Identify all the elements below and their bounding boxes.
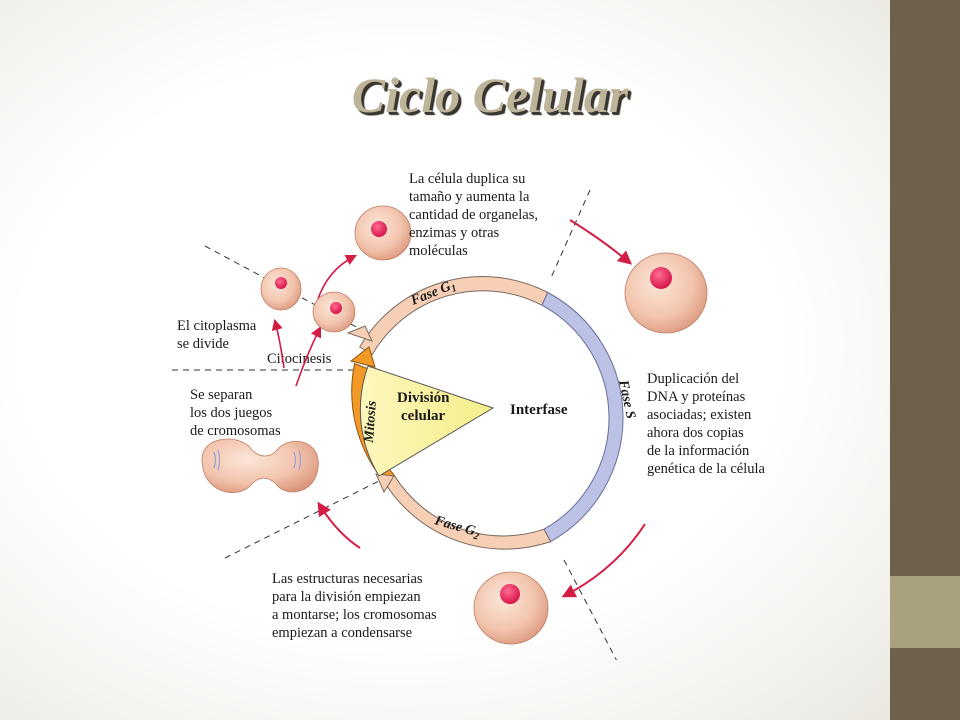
slide-background [0,0,890,720]
arrow-cytokinesis-left [271,318,285,369]
division-label-line2: celular [401,408,445,424]
label-s-description: Duplicación del DNA y proteínas asociada… [647,371,766,477]
cell-g1 [354,205,412,261]
cell-dividing [201,438,319,494]
boundary-line-mitosis [224,476,388,559]
svg-text:enzimas y otras: enzimas y otras [409,225,500,241]
svg-text:empiezan a condensarse: empiezan a condensarse [272,625,412,641]
svg-text:de cromosomas: de cromosomas [190,423,281,439]
svg-text:DNA y proteínas: DNA y proteínas [647,389,746,405]
arrow-g2-to-mitosis [317,501,361,549]
cell-s [624,252,708,334]
accent-bar-highlight [890,576,960,648]
svg-text:cantidad de organelas,: cantidad de organelas, [409,207,538,223]
cell-g2 [473,571,549,645]
svg-text:para la división empiezan: para la división empiezan [272,589,421,605]
phase-mitosis-label: Mitosis [362,400,380,445]
svg-text:de la información: de la información [647,443,750,459]
svg-text:Se separan: Se separan [190,387,253,403]
svg-text:los dos juegos: los dos juegos [190,405,273,421]
interfase-label: Interfase [510,402,568,418]
arrow-daughter-up [316,254,358,303]
cell-cycle-diagram: División celular Interfase Fase G1 Fase … [172,158,812,660]
daughter-cell-right [312,291,356,333]
svg-text:moléculas: moléculas [409,243,468,259]
svg-text:tamaño y aumenta la: tamaño y aumenta la [409,189,530,205]
label-mitosis-description: Se separan los dos juegos de cromosomas [190,387,281,439]
arrow-s-to-g2 [561,523,646,598]
label-g2-description: Las estructuras necesarias para la divis… [272,571,437,641]
slide-title: Ciclo Celular [351,67,629,123]
ring-g2 [383,474,552,550]
svg-text:La célula duplica su: La célula duplica su [409,171,525,187]
svg-text:se divide: se divide [177,336,229,352]
boundary-line-s [549,189,591,281]
g1-arrowhead [346,325,373,342]
arrow-g1-to-s [569,219,633,265]
arrow-cytokinesis-right [295,325,322,387]
svg-text:genética de la célula: genética de la célula [647,461,766,477]
division-label-line1: División [397,390,450,406]
boundary-line-g2 [563,559,617,660]
svg-text:El citoplasma: El citoplasma [177,318,257,334]
label-g1-description: La célula duplica su tamaño y aumenta la… [409,171,538,259]
svg-text:Duplicación del: Duplicación del [647,371,739,387]
svg-text:Las estructuras necesarias: Las estructuras necesarias [272,571,423,587]
citocinesis-label: Citocinesis [267,351,332,367]
svg-text:ahora dos copias: ahora dos copias [647,425,744,441]
g2-arrowhead [375,473,395,494]
daughter-cell-left [260,267,302,311]
mitosis-arrowhead [349,346,376,368]
svg-text:asociadas; existen: asociadas; existen [647,407,752,423]
division-wedge [359,365,495,477]
label-cytokinesis-description: El citoplasma se divide [177,318,257,352]
svg-text:a montarse; los cromosomas: a montarse; los cromosomas [272,607,437,623]
